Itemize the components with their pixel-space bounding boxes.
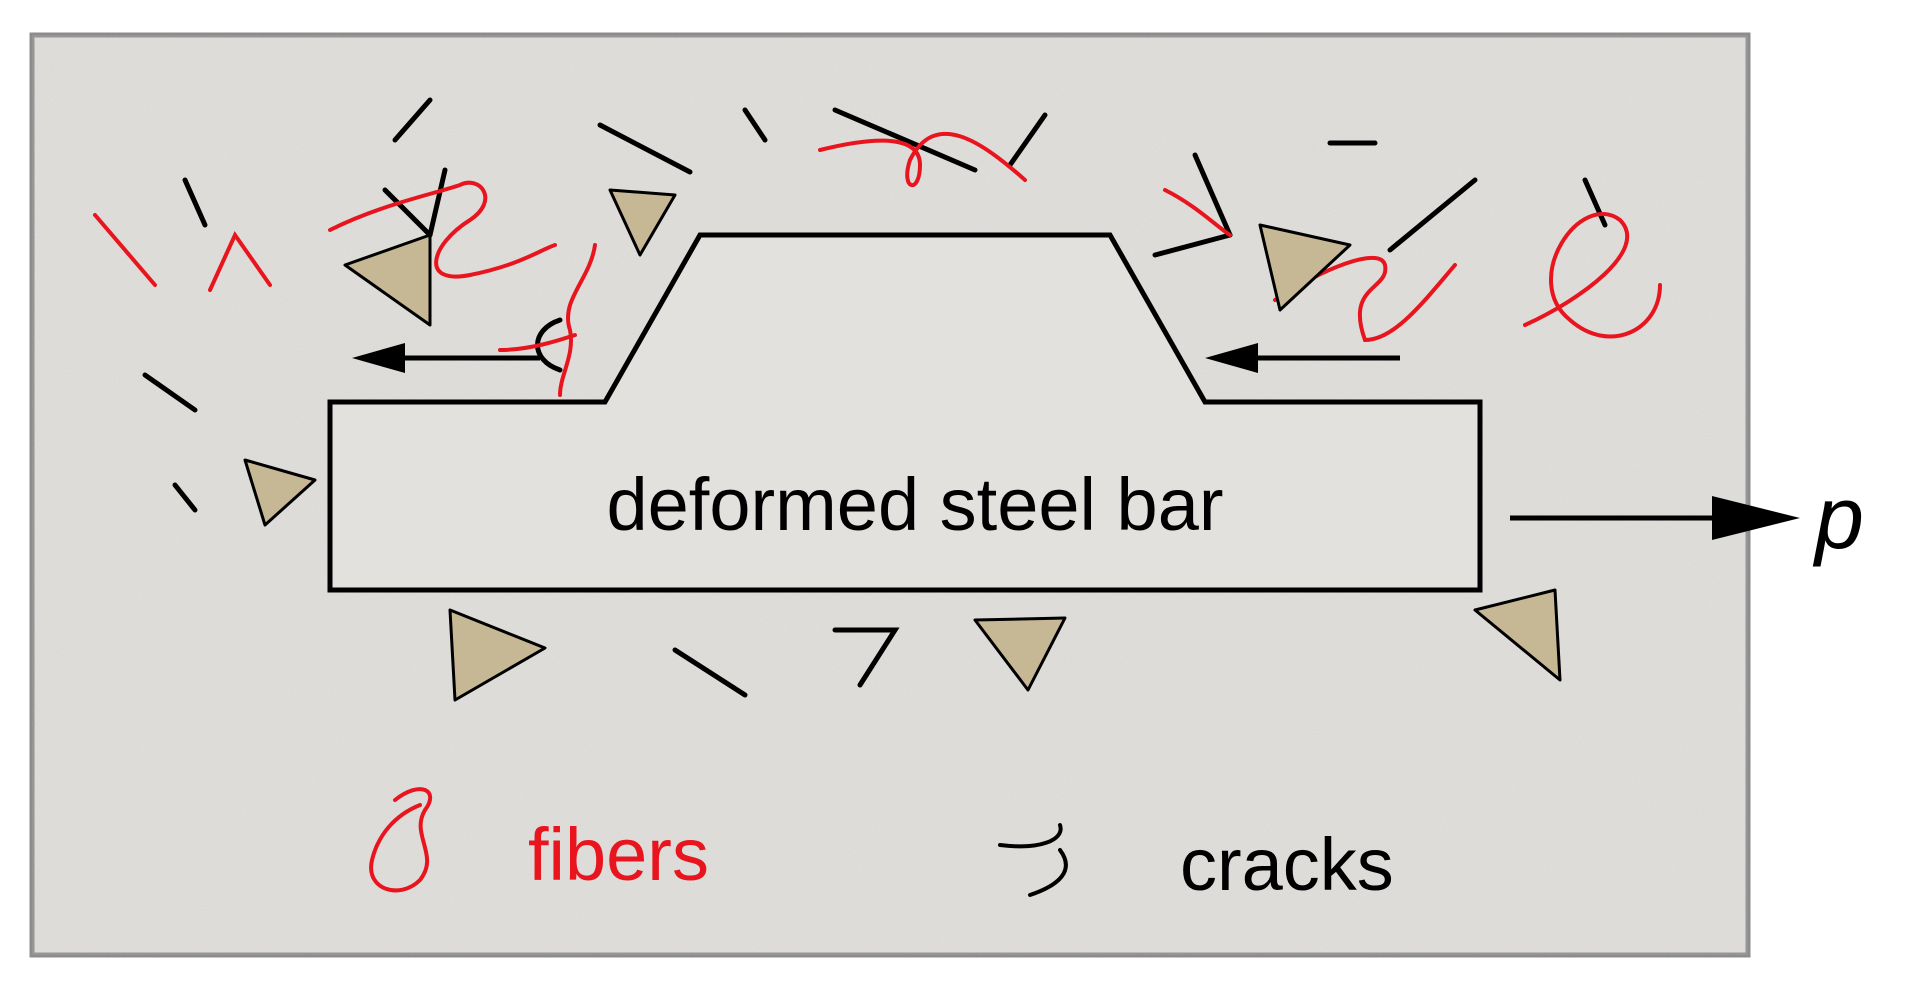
legend-fibers-label: fibers	[528, 813, 709, 896]
deformed-steel-bar	[327, 232, 1483, 593]
legend-fiber-icon	[369, 787, 433, 893]
bearing-arrowhead-right	[1205, 343, 1258, 373]
cracks	[142, 97, 1608, 698]
legend-crack-icon	[998, 823, 1068, 897]
legend-cracks-label: cracks	[1180, 823, 1394, 906]
fibers	[93, 131, 1662, 397]
aggregates	[243, 188, 1562, 702]
bearing-arrowhead-left	[352, 343, 405, 373]
pullout-arrowhead	[1712, 496, 1800, 540]
bar-label: deformed steel bar	[606, 463, 1223, 546]
load-label: p	[1812, 468, 1864, 567]
